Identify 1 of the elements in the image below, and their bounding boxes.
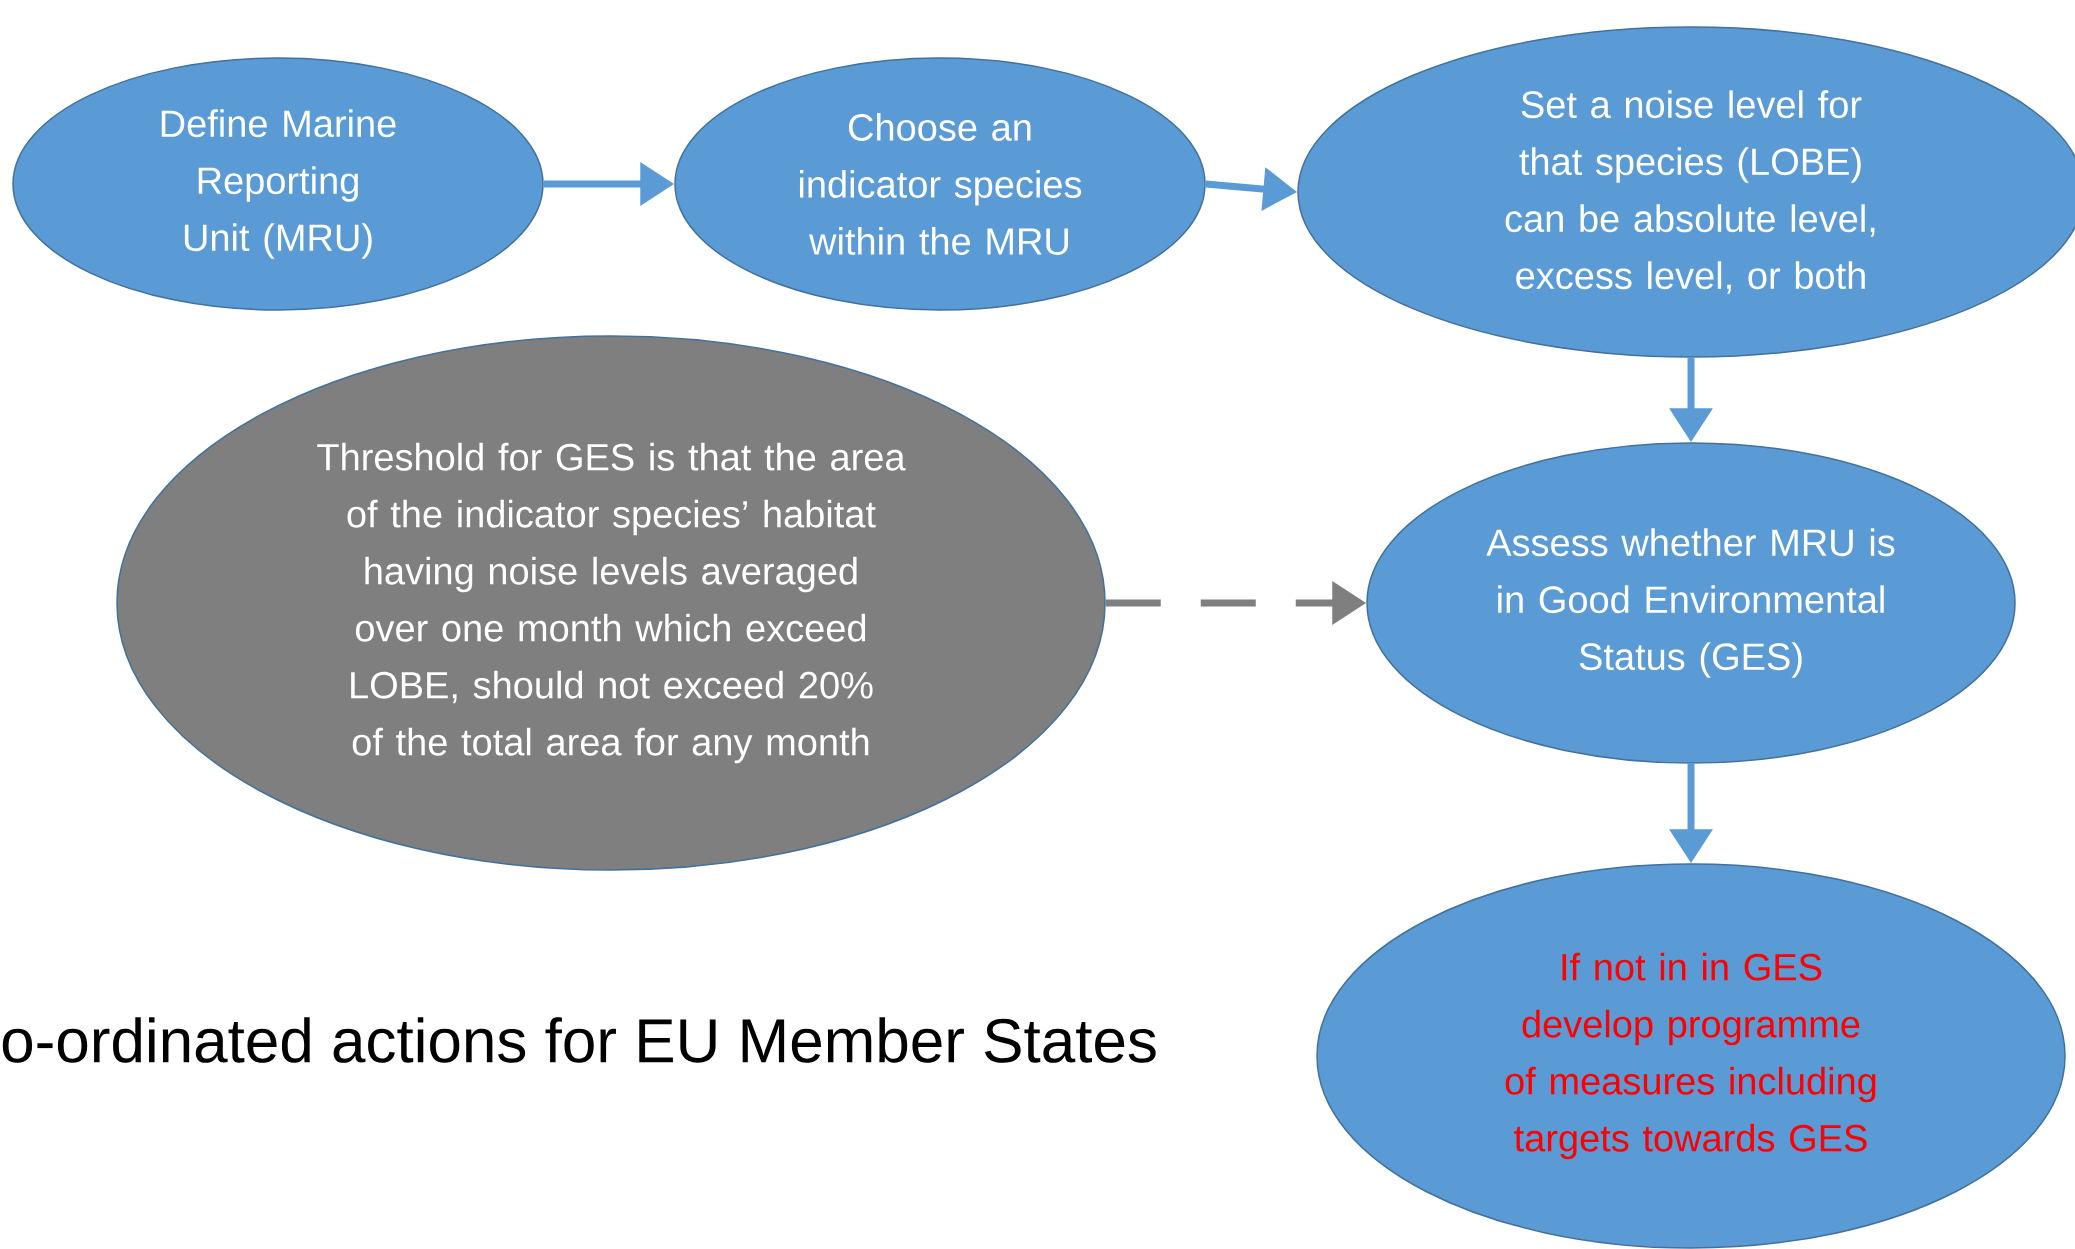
- heading-text: o-ordinated actions for EU Member States: [2, 1017, 1156, 1063]
